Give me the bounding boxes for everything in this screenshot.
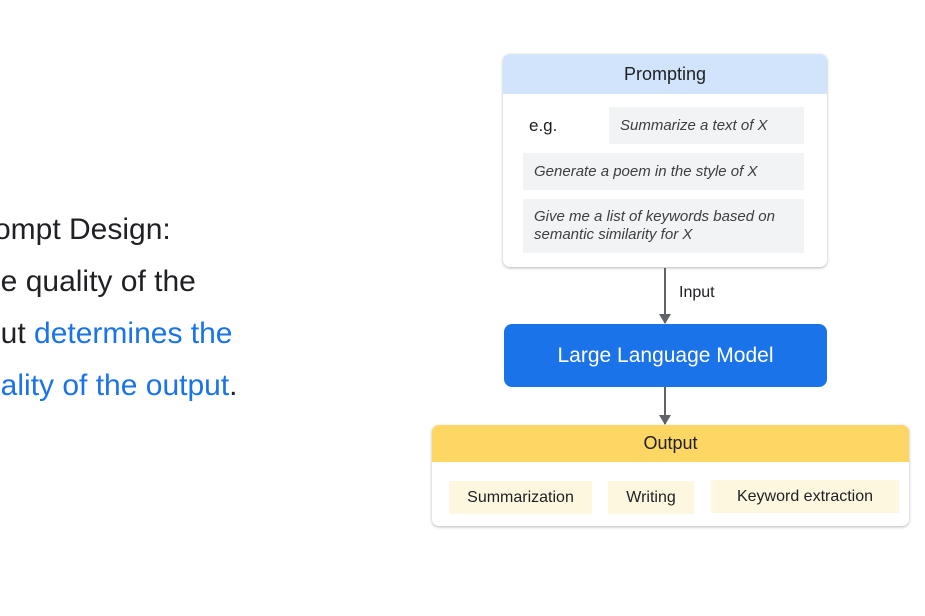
headline-line-1: rompt Design: xyxy=(0,213,171,246)
headline-line-3-highlight: determines the xyxy=(34,317,233,350)
headline-line-3-plain: put xyxy=(0,317,26,350)
output-card: Output Summarization Writing Keyword ext… xyxy=(432,425,909,526)
llm-box: Large Language Model xyxy=(504,324,827,387)
headline-line-2: he quality of the xyxy=(0,265,196,298)
input-label: Input xyxy=(679,284,715,301)
headline-line-4: uality of the output. xyxy=(0,360,238,412)
headline: rompt Design: he quality of the put dete… xyxy=(0,204,238,412)
prompting-card: Prompting e.g. Summarize a text of X Gen… xyxy=(503,54,827,267)
output-arrow xyxy=(659,387,671,425)
output-item-summarization: Summarization xyxy=(449,481,592,514)
headline-line-4-plain: . xyxy=(229,369,238,402)
output-item-keyword-extraction: Keyword extraction xyxy=(711,480,899,513)
example-label: e.g. xyxy=(529,116,558,135)
headline-line-3: put determines the xyxy=(0,308,238,360)
prompt-example-3: Give me a list of keywords based on sema… xyxy=(523,199,804,253)
prompt-example-2: Generate a poem in the style of X xyxy=(523,153,804,190)
prompt-example-1: Summarize a text of X xyxy=(609,107,804,144)
prompting-title: Prompting xyxy=(503,54,827,94)
output-title: Output xyxy=(432,425,909,462)
output-item-writing: Writing xyxy=(608,481,694,514)
headline-line-4-highlight: uality of the output xyxy=(0,369,230,402)
input-arrow xyxy=(659,268,671,324)
